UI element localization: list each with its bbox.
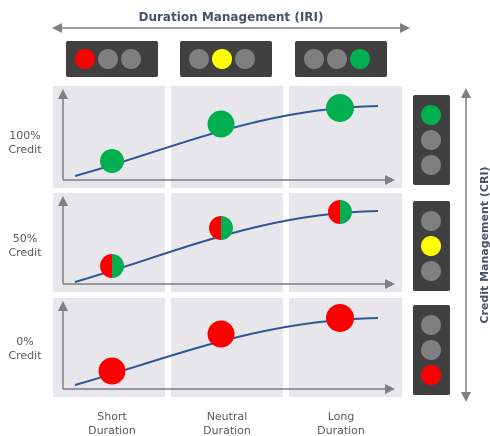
red-light-on-icon — [75, 49, 95, 69]
row-label-100-line2: Credit — [8, 143, 42, 156]
traffic-light-credit-100 — [413, 95, 450, 185]
light-off-icon — [121, 49, 141, 69]
column-label-long-line1: Long — [328, 410, 355, 423]
panel-credit-100-neutral — [171, 86, 283, 188]
column-label-neutral-line1: Neutral — [207, 410, 248, 423]
scenario-row-credit-100 — [53, 86, 402, 188]
light-off-icon — [421, 315, 441, 335]
light-off-icon — [235, 49, 255, 69]
column-label-long-line2: Duration — [317, 424, 365, 436]
row-label-100-line1: 100% — [9, 129, 40, 142]
position-marker-credit-50-short — [100, 254, 124, 278]
credit-axis — [461, 88, 471, 402]
axes-credit-100 — [58, 89, 395, 185]
scenario-row-credit-0 — [53, 298, 402, 397]
panel-credit-0-neutral — [171, 298, 283, 397]
half-red-marker-icon — [209, 216, 221, 240]
light-off-icon — [327, 49, 347, 69]
row-label-0-line2: Credit — [8, 349, 42, 362]
position-marker-credit-0-neutral — [207, 320, 235, 348]
light-off-icon — [98, 49, 118, 69]
position-marker-credit-50-long — [328, 200, 352, 224]
axes-credit-0 — [58, 301, 395, 394]
duration-axis — [52, 23, 410, 33]
light-off-icon — [421, 155, 441, 175]
green-light-on-icon — [421, 105, 441, 125]
red-light-on-icon — [421, 365, 441, 385]
duration-management-title: Duration Management (IRI) — [139, 10, 324, 24]
column-label-short-line2: Duration — [88, 424, 136, 436]
light-off-icon — [189, 49, 209, 69]
column-label-short-line1: Short — [97, 410, 127, 423]
row-label-0-line1: 0% — [16, 335, 33, 348]
yellow-light-on-icon — [212, 49, 232, 69]
position-marker-credit-50-neutral — [209, 216, 233, 240]
light-off-icon — [421, 130, 441, 150]
column-label-neutral-line2: Duration — [203, 424, 251, 436]
position-marker-credit-100-neutral — [207, 110, 235, 138]
half-red-marker-icon — [328, 200, 340, 224]
credit-management-title: Credit Management (CRI) — [478, 166, 490, 323]
position-marker-credit-100-long — [326, 94, 354, 122]
traffic-light-long-duration — [295, 41, 387, 77]
traffic-light-credit-0 — [413, 305, 450, 395]
axes-credit-50 — [58, 196, 395, 289]
panel-credit-50-neutral — [171, 193, 283, 292]
traffic-light-neutral-duration — [180, 41, 272, 77]
half-green-marker-icon — [221, 216, 233, 240]
light-off-icon — [421, 211, 441, 231]
light-off-icon — [421, 340, 441, 360]
half-green-marker-icon — [340, 200, 352, 224]
green-light-on-icon — [350, 49, 370, 69]
position-marker-credit-0-long — [326, 304, 354, 332]
panel-credit-100-short — [53, 86, 165, 188]
position-marker-credit-100-short — [100, 149, 124, 173]
row-label-50-line2: Credit — [8, 246, 42, 259]
half-red-marker-icon — [100, 254, 112, 278]
light-off-icon — [304, 49, 324, 69]
traffic-light-credit-50 — [413, 201, 450, 291]
position-marker-credit-0-short — [98, 357, 126, 385]
traffic-light-short-duration — [66, 41, 158, 77]
half-green-marker-icon — [112, 254, 124, 278]
row-label-50-line1: 50% — [13, 232, 37, 245]
yellow-light-on-icon — [421, 236, 441, 256]
light-off-icon — [421, 261, 441, 281]
